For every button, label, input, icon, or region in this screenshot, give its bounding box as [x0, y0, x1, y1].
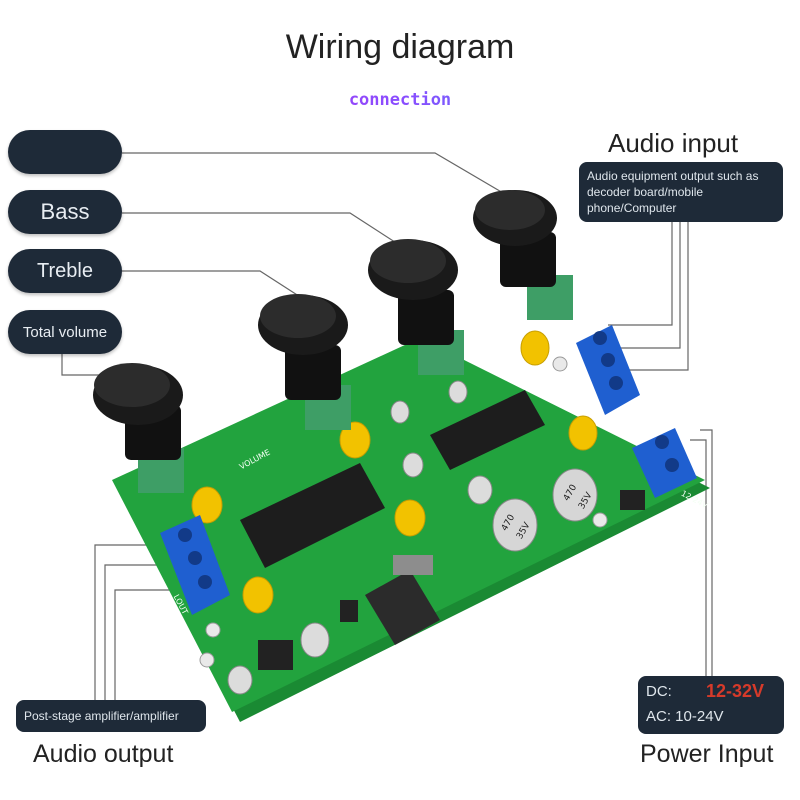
label-bass: Bass — [8, 190, 122, 234]
mount-hole — [199, 652, 215, 668]
dc-label: DC: — [646, 683, 672, 700]
dc-value: 12-32V — [706, 681, 765, 701]
label-top-unlabeled — [8, 130, 122, 174]
terminal-output — [160, 515, 230, 615]
smd-component — [340, 600, 358, 622]
knob-treble — [258, 294, 351, 430]
smd-component — [620, 490, 645, 510]
power-input-heading: Power Input — [640, 740, 774, 768]
mount-hole — [205, 622, 221, 638]
label-total-volume: Total volume — [8, 310, 122, 354]
audio-input-heading: Audio input — [608, 128, 739, 158]
audio-input-description: Audio equipment output such as decoder b… — [579, 162, 783, 222]
terminal-input — [576, 325, 640, 415]
smd-component — [258, 640, 293, 670]
knob-total-volume — [93, 363, 184, 493]
page-subtitle: connection — [0, 90, 800, 110]
yellow-capacitors — [191, 330, 598, 614]
terminal-power — [632, 428, 697, 498]
knob-top — [473, 190, 573, 320]
label-treble: Treble — [8, 249, 122, 293]
knob-bass — [368, 239, 464, 375]
ic-chips — [240, 390, 545, 568]
regulator — [365, 555, 440, 645]
mount-hole — [552, 356, 568, 372]
audio-output-heading: Audio output — [33, 740, 174, 768]
audio-output-description: Post-stage amplifier/amplifier — [16, 700, 206, 732]
electrolytic-capacitors — [227, 380, 598, 695]
mount-hole — [592, 512, 608, 528]
page-title: Wiring diagram — [285, 28, 515, 66]
power-spec-box: DC: 12-32V AC: 10-24V — [638, 676, 784, 734]
ac-label: AC: 10-24V — [646, 708, 724, 725]
